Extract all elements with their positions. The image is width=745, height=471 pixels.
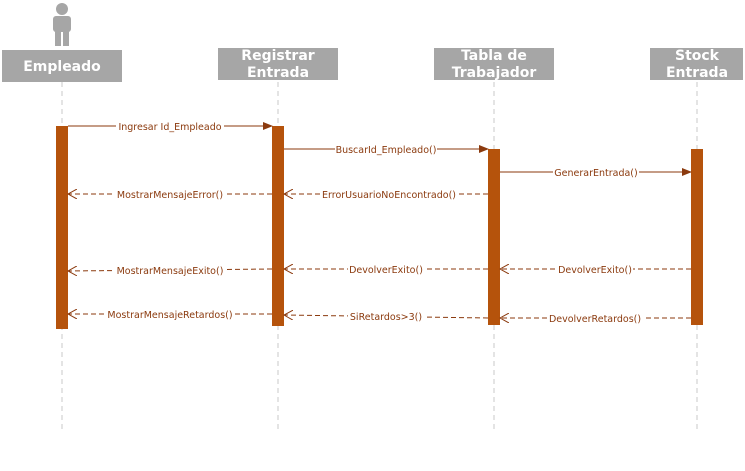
message-label: MostrarMensajeExito() [117,266,224,277]
message-si-retardos: SiRetardos>3() [284,310,489,323]
participant-header-empleado [2,50,122,82]
participant-label-registrar-line2: Entrada [247,65,309,81]
message-label: Ingresar Id_Empleado [118,122,221,133]
message-mostrar-error: MostrarMensajeError() [68,188,272,201]
activation-stock [691,149,703,325]
participant-label-registrar-line1: Registrar [241,48,314,64]
message-devolver-retardos: DevolverRetardos() [500,312,691,325]
message-label: SiRetardos>3() [350,312,422,323]
message-label: MostrarMensajeRetardos() [107,310,232,321]
participant-empleado: Empleado [2,50,122,82]
participant-registrar: Registrar Entrada [218,48,338,81]
participant-tabla: Tabla de Trabajador [434,48,554,81]
activation-empleado [56,126,68,329]
message-line [284,315,489,318]
message-label: MostrarMensajeError() [117,190,223,201]
message-error-usuario: ErrorUsuarioNoEncontrado() [284,188,488,201]
message-label: DevolverExito() [558,265,632,276]
participant-label-stock-line2: Entrada [666,65,728,81]
participant-header-stock [650,48,743,80]
participant-header-registrar [218,48,338,80]
participant-stock: Stock Entrada [650,48,743,81]
activation-bars [56,126,703,329]
message-label: DevolverExito() [349,265,423,276]
activation-tabla [488,149,500,325]
message-label: ErrorUsuarioNoEncontrado() [322,190,456,201]
actor-icon [53,3,71,46]
participant-label-stock-line1: Stock [675,48,720,64]
message-mostrar-exito: MostrarMensajeExito() [68,264,273,277]
message-ingresar: Ingresar Id_Empleado [68,120,273,133]
message-buscar: BuscarId_Empleado() [284,143,489,156]
message-generar: GenerarEntrada() [500,166,692,179]
participant-label-tabla-line2: Trabajador [452,65,537,81]
message-label: DevolverRetardos() [549,314,641,325]
message-devolver-exito-2: DevolverExito() [500,263,691,276]
message-line [68,269,273,271]
lifelines [61,82,698,433]
activation-registrar [272,126,284,326]
participant-label-empleado: Empleado [23,59,101,75]
participant-header-tabla [434,48,554,80]
participant-label-tabla-line1: Tabla de [461,48,527,64]
message-devolver-exito-1: DevolverExito() [284,263,488,276]
message-label: BuscarId_Empleado() [336,145,437,156]
message-label: GenerarEntrada() [554,168,637,179]
message-mostrar-retardos: MostrarMensajeRetardos() [68,308,272,321]
